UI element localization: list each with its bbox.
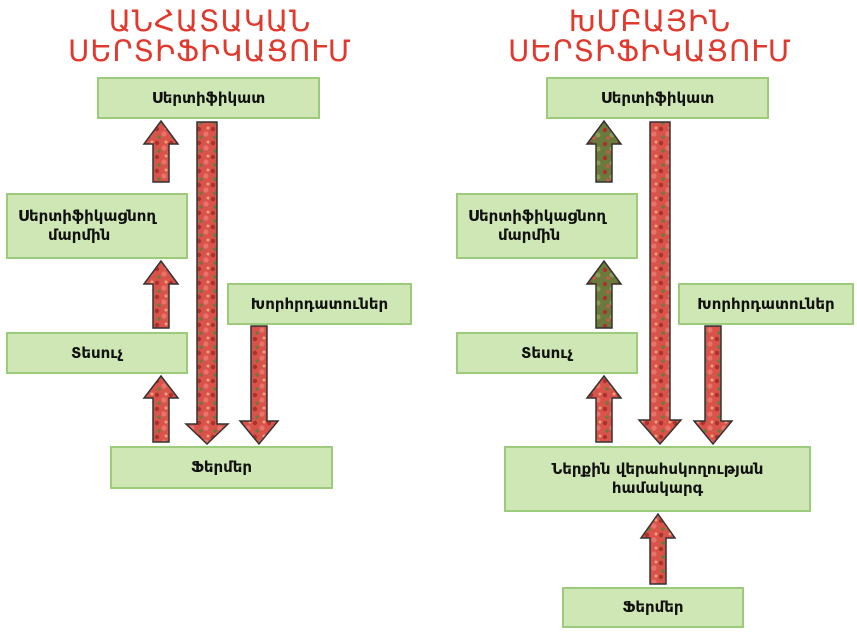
group-buyers-label: Խորհրդատուներ [697,294,835,313]
inspector-label: Տեսուչ [71,343,123,362]
group-arrow-buyers-to-ics [692,325,734,446]
certificate-label: Սերտիֆիկատ [151,88,266,107]
group-inspector-box: Տեսուչ [456,332,638,374]
inspector-box: Տեսուչ [6,332,188,374]
certifying-body-box: Սերտիֆիկացնող մարմին [6,193,188,259]
arrow-farmer-to-inspector [142,374,180,443]
arrow-buyers-to-farmer [238,325,280,446]
arrow-certificate-to-farmer [184,121,230,446]
ics-box: Ներքին վերահսկողության համակարգ [504,446,811,512]
group-certifying-body-box: Սերտիֆիկացնող մարմին [456,193,638,259]
certifying-body-label-line2: մարմին [48,226,111,244]
arrow-inspector-to-body [142,259,180,329]
group-farmer-box: Ֆերմեր [562,587,744,628]
group-certificate-label: Սերտիֆիկատ [600,88,715,107]
buyers-label: Խորհրդատուներ [250,294,389,313]
group-arrow-farmer-to-ics [639,512,677,585]
group-arrow-inspector-to-body [585,259,623,329]
group-certifying-body-label-line1: Սերտիֆիկացնող [468,207,606,225]
group-arrow-ics-to-inspector [585,374,623,443]
individual-title-line1: ԱՆՀԱՏԱԿԱՆ [108,4,312,38]
group-arrow-body-to-certificate [585,119,623,183]
farmer-box: Ֆերմեր [110,446,333,489]
group-certificate-box: Սերտիֆիկատ [546,77,769,119]
group-title-line1: ԽՄԲԱՅԻՆ [568,4,732,38]
certifying-body-label-line1: Սերտիֆիկացնող [18,207,156,225]
group-title: ԽՄԲԱՅԻՆ ՍԵՐՏԻՖԻԿԱՑՈՒՄ [480,6,820,66]
certificate-box: Սերտիֆիկատ [97,77,320,119]
group-buyers-box: Խորհրդատուներ [678,283,854,325]
farmer-label: Ֆերմեր [191,458,252,476]
individual-title-line2: ՍԵՐՏԻՖԻԿԱՑՈՒՄ [68,34,352,68]
group-title-line2: ՍԵՐՏԻՖԻԿԱՑՈՒՄ [508,34,792,68]
group-arrow-certificate-to-ics [637,121,683,446]
group-inspector-label: Տեսուչ [521,343,573,362]
individual-title: ԱՆՀԱՏԱԿԱՆ ՍԵՐՏԻՖԻԿԱՑՈՒՄ [40,6,380,66]
buyers-box: Խորհրդատուներ [227,283,412,325]
ics-label-line2: համակարգ [611,479,704,497]
arrow-body-to-certificate [142,119,180,183]
group-certifying-body-label-line2: մարմին [498,226,561,244]
ics-label-line1: Ներքին վերահսկողության [551,460,764,478]
group-farmer-label: Ֆերմեր [622,598,684,616]
